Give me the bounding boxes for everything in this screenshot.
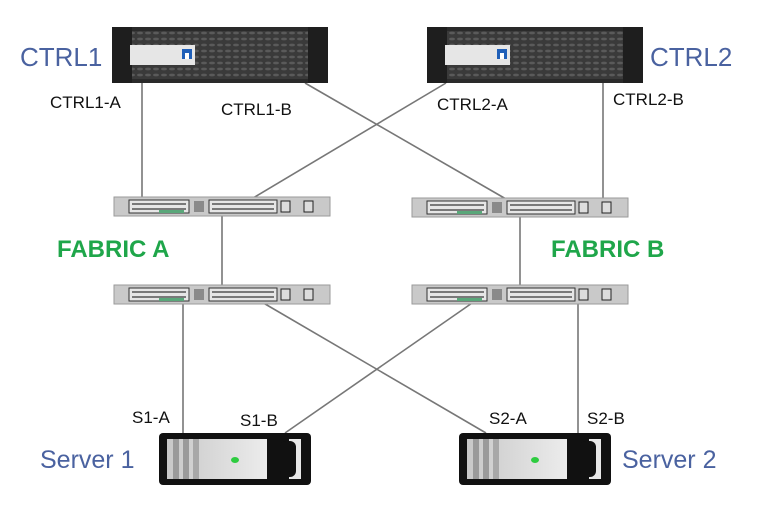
link-ctrl1b-fabric-b-top	[304, 82, 507, 200]
vendor-logo-icon	[497, 49, 507, 59]
port-label-ctrl1-b: CTRL1-B	[221, 100, 292, 119]
link-fabric-b-s1b	[284, 300, 476, 434]
switch-fabric-a-top	[113, 196, 331, 217]
controller-ctrl1	[112, 27, 328, 83]
server-1	[159, 433, 311, 485]
server-label-1: Server 1	[40, 446, 135, 474]
server-2	[459, 433, 611, 485]
switch-fabric-b-top	[411, 197, 629, 218]
port-label-s1-a: S1-A	[132, 408, 170, 427]
port-label-ctrl1-a: CTRL1-A	[50, 93, 121, 112]
fabric-label-a: FABRIC A	[57, 236, 170, 263]
vendor-logo-icon	[182, 49, 192, 59]
port-label-s2-b: S2-B	[587, 409, 625, 428]
controller-label-ctrl1: CTRL1	[20, 42, 103, 72]
port-label-ctrl2-a: CTRL2-A	[437, 95, 508, 114]
fabric-label-b: FABRIC B	[551, 236, 665, 263]
status-led-icon	[531, 457, 539, 463]
port-label-ctrl2-b: CTRL2-B	[613, 90, 684, 109]
status-led-icon	[231, 457, 239, 463]
controller-ctrl2	[427, 27, 643, 83]
switch-fabric-b-bottom	[411, 284, 629, 305]
link-fabric-a-s2a	[259, 300, 487, 434]
switch-fabric-a-bottom	[113, 284, 331, 305]
port-label-s2-a: S2-A	[489, 409, 527, 428]
links	[141, 82, 604, 434]
server-label-2: Server 2	[622, 446, 717, 474]
port-label-s1-b: S1-B	[240, 411, 278, 430]
controller-label-ctrl2: CTRL2	[650, 42, 733, 72]
link-ctrl2a-fabric-a-top	[252, 82, 447, 199]
